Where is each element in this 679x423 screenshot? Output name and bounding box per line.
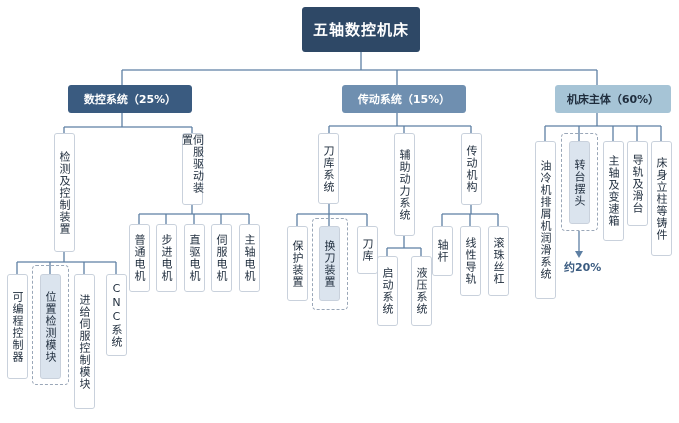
node-turntable-swing-head: 转台摆头 xyxy=(569,141,590,224)
node-tool-change-device: 换刀装置 xyxy=(319,226,340,301)
root-node: 五轴数控机床 xyxy=(302,7,420,52)
node-start-system: 启动系统 xyxy=(377,256,398,326)
highlight-frame-position-detection xyxy=(32,265,69,385)
node-ball-screw: 滚珠丝杠 xyxy=(488,226,509,296)
node-direct-drive-motor: 直驱电机 xyxy=(184,224,205,292)
node-feed-servo-control: 进给伺服控制模块 xyxy=(74,274,95,409)
node-auxiliary-power: 辅助动力系统 xyxy=(394,133,415,236)
category-transmission-system: 传动系统（15%） xyxy=(342,85,466,113)
node-tool-magazine-system: 刀库系统 xyxy=(318,133,339,204)
node-cnc-system: CNC系统 xyxy=(106,274,127,356)
node-servo-motor: 伺服电机 xyxy=(211,224,232,292)
node-bed-column-castings: 床身立柱等铸件 xyxy=(651,141,672,256)
node-detection-control: 检测及控制装置 xyxy=(54,133,75,252)
node-spindle-gearbox: 主轴及变速箱 xyxy=(603,141,624,241)
node-spindle-motor: 主轴电机 xyxy=(239,224,260,292)
node-linear-guide: 线性导轨 xyxy=(460,226,481,296)
highlight-frame-tool-change xyxy=(312,218,348,310)
category-control-system: 数控系统（25%） xyxy=(68,85,192,113)
node-oil-cooler-chip-lubrication: 油冷机排屑机润滑系统 xyxy=(535,141,556,299)
node-position-detection: 位置检测模块 xyxy=(40,274,61,379)
node-guide-slide: 导轨及滑台 xyxy=(627,141,648,226)
node-servo-drive: 伺服驱动装置 xyxy=(181,133,205,205)
category-machine-body: 机床主体（60%） xyxy=(555,85,671,113)
node-transmission-mechanism: 传动机构 xyxy=(461,133,482,205)
note-turntable-share: 约20% xyxy=(564,261,602,274)
node-protection-device: 保护装置 xyxy=(287,226,308,301)
node-plc: 可编程控制器 xyxy=(7,274,28,379)
highlight-frame-turntable xyxy=(561,133,598,231)
node-stepper-motor: 步进电机 xyxy=(156,224,177,292)
node-tool-magazine: 刀库 xyxy=(357,226,378,274)
node-common-motor: 普通电机 xyxy=(129,224,150,292)
node-shaft-rod: 轴杆 xyxy=(432,226,453,276)
node-hydraulic-system: 液压系统 xyxy=(411,256,432,326)
